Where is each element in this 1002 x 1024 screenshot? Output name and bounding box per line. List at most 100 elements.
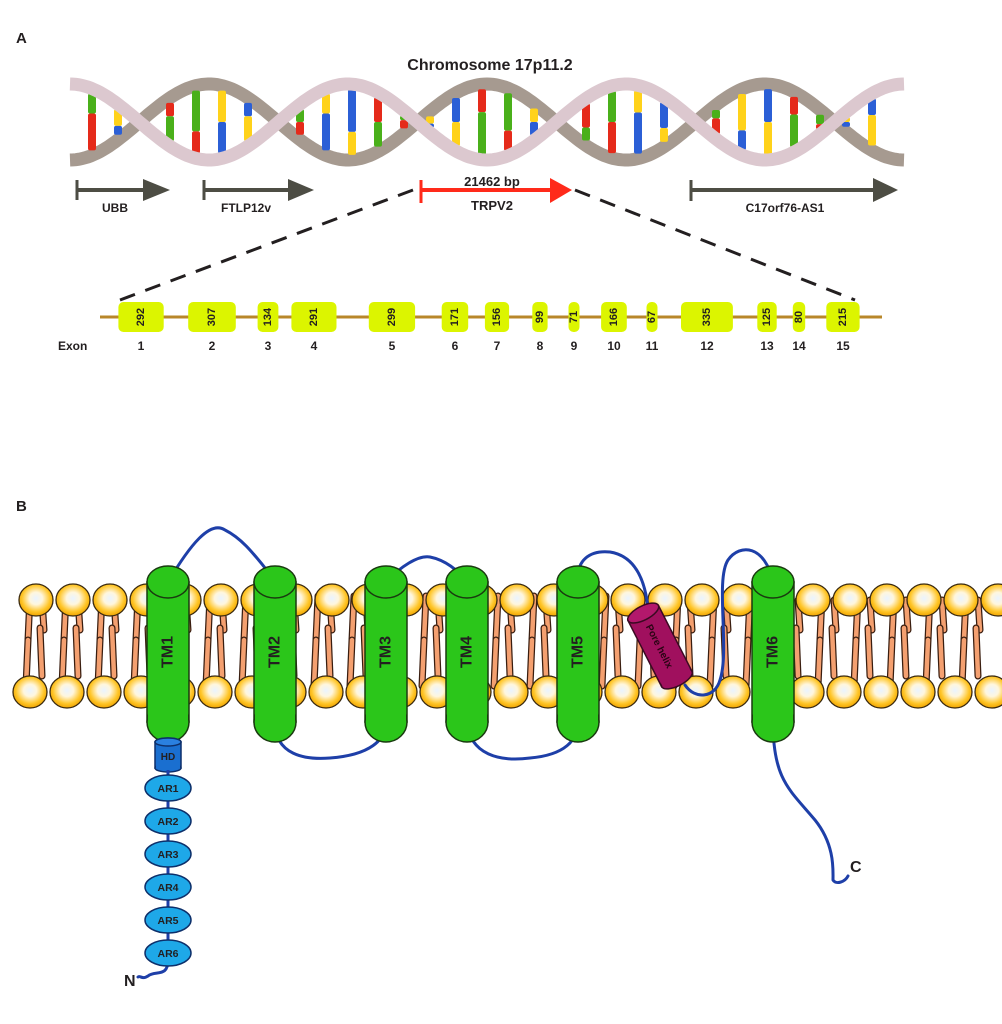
exon-box [568, 302, 580, 332]
exon-number: 4 [311, 339, 318, 353]
exon-size: 335 [701, 308, 713, 326]
ar-label: AR5 [157, 915, 178, 927]
helix-label: TM1 [160, 636, 177, 668]
panel-a-label: A [16, 30, 27, 47]
gene-label: UBB [102, 201, 128, 215]
ankyrin-repeat-5: AR5 [144, 906, 192, 934]
exon-box [681, 302, 733, 332]
exon-number: 15 [836, 339, 850, 353]
arrow-head-icon [550, 178, 572, 203]
exon-box [601, 302, 627, 332]
ankyrin-repeat-1: AR1 [144, 774, 192, 802]
exon-box [757, 302, 777, 332]
exon-box [118, 302, 164, 332]
exon-box [441, 302, 469, 332]
exon-number: 5 [389, 339, 396, 353]
exon-box [291, 302, 337, 332]
exon-size: 156 [491, 308, 503, 326]
exon-size: 171 [449, 308, 461, 326]
helix-label: TM2 [267, 636, 284, 668]
ar-label: AR6 [157, 948, 178, 960]
helix-tm6: TM6 [751, 565, 795, 743]
exon-number: 7 [494, 339, 501, 353]
exon-8: 99 8 [532, 302, 548, 353]
loop-pore-tm6 [683, 548, 775, 697]
exon-size: 67 [646, 311, 658, 323]
gene-ubb: UBB [75, 179, 170, 215]
exon-box [484, 302, 510, 332]
exon-size: 99 [534, 311, 546, 323]
exon-box [257, 302, 279, 332]
helix-tm1: TM1 [146, 565, 190, 743]
helix-tm2: TM2 [253, 565, 297, 743]
arrow-head-icon [288, 179, 314, 201]
exon-axis-label: Exon [58, 339, 87, 353]
gene-c17orf76-as1: C17orf76-AS1 [689, 178, 898, 215]
exon-map: 2921307213432914299517161567998719166106… [118, 302, 860, 353]
exon-13: 125 13 [757, 302, 777, 353]
exon-5: 299 5 [368, 302, 416, 353]
dna-helix [69, 77, 905, 167]
exon-size: 134 [262, 307, 274, 326]
exon-box [826, 302, 860, 332]
exon-15: 215 15 [826, 302, 860, 353]
exon-12: 335 12 [681, 302, 733, 353]
exon-4: 291 4 [291, 302, 337, 353]
exon-number: 13 [760, 339, 774, 353]
exon-size: 291 [308, 308, 320, 326]
exon-number: 11 [646, 339, 659, 353]
exon-11: 67 11 [646, 302, 659, 353]
chromosome-title: Chromosome 17p11.2 [407, 57, 573, 74]
arrow-head-icon [143, 179, 170, 201]
exon-number: 8 [537, 339, 544, 353]
hd-label: HD [161, 752, 175, 763]
ar-label: AR4 [157, 882, 178, 894]
exon-number: 14 [792, 339, 806, 353]
exon-box [368, 302, 416, 332]
exon-size: 292 [135, 308, 147, 326]
ankyrin-repeat-6: AR6 [144, 939, 192, 967]
helix-label: TM3 [378, 636, 395, 668]
hd-domain: HD [154, 737, 182, 773]
helix-tm4: TM4 [445, 565, 489, 743]
helix-tm3: TM3 [364, 565, 408, 743]
exon-size: 125 [761, 308, 773, 326]
helix-tm5: TM5 [556, 565, 600, 743]
exon-1: 292 1 [118, 302, 164, 353]
loop-tm5-pore [576, 550, 650, 610]
arrow-head-icon [873, 178, 898, 202]
gene-label: TRPV2 [471, 198, 513, 213]
n-terminus-label: N [124, 973, 136, 990]
gene-ftlp12v: FTLP12v [202, 179, 314, 215]
helix-label: TM4 [459, 636, 476, 668]
exon-size: 166 [608, 308, 620, 326]
zoom-guide-right [574, 188, 856, 302]
exon-number: 3 [265, 339, 272, 353]
ankyrin-repeat-4: AR4 [144, 873, 192, 901]
exon-size: 71 [568, 311, 580, 323]
ar-label: AR3 [157, 849, 178, 861]
gene-label: C17orf76-AS1 [746, 201, 825, 215]
gene-label: FTLP12v [221, 201, 271, 215]
exon-size: 299 [386, 308, 398, 326]
c-tail [771, 720, 850, 885]
helix-label: TM6 [765, 636, 782, 668]
exon-size: 80 [793, 311, 805, 323]
exon-3: 134 3 [257, 302, 279, 353]
exon-box [646, 302, 658, 332]
exon-size: 215 [837, 308, 849, 326]
exon-number: 1 [138, 339, 145, 353]
exon-number: 12 [700, 339, 714, 353]
ankyrin-repeat-2: AR2 [144, 807, 192, 835]
exon-box [532, 302, 548, 332]
ar-label: AR2 [157, 816, 178, 828]
exon-number: 2 [209, 339, 216, 353]
gene-trpv2: 21462 bp TRPV2 [419, 174, 572, 213]
gene-length: 21462 bp [464, 174, 520, 189]
exon-14: 80 14 [792, 302, 806, 353]
helix-label: TM5 [570, 636, 587, 668]
